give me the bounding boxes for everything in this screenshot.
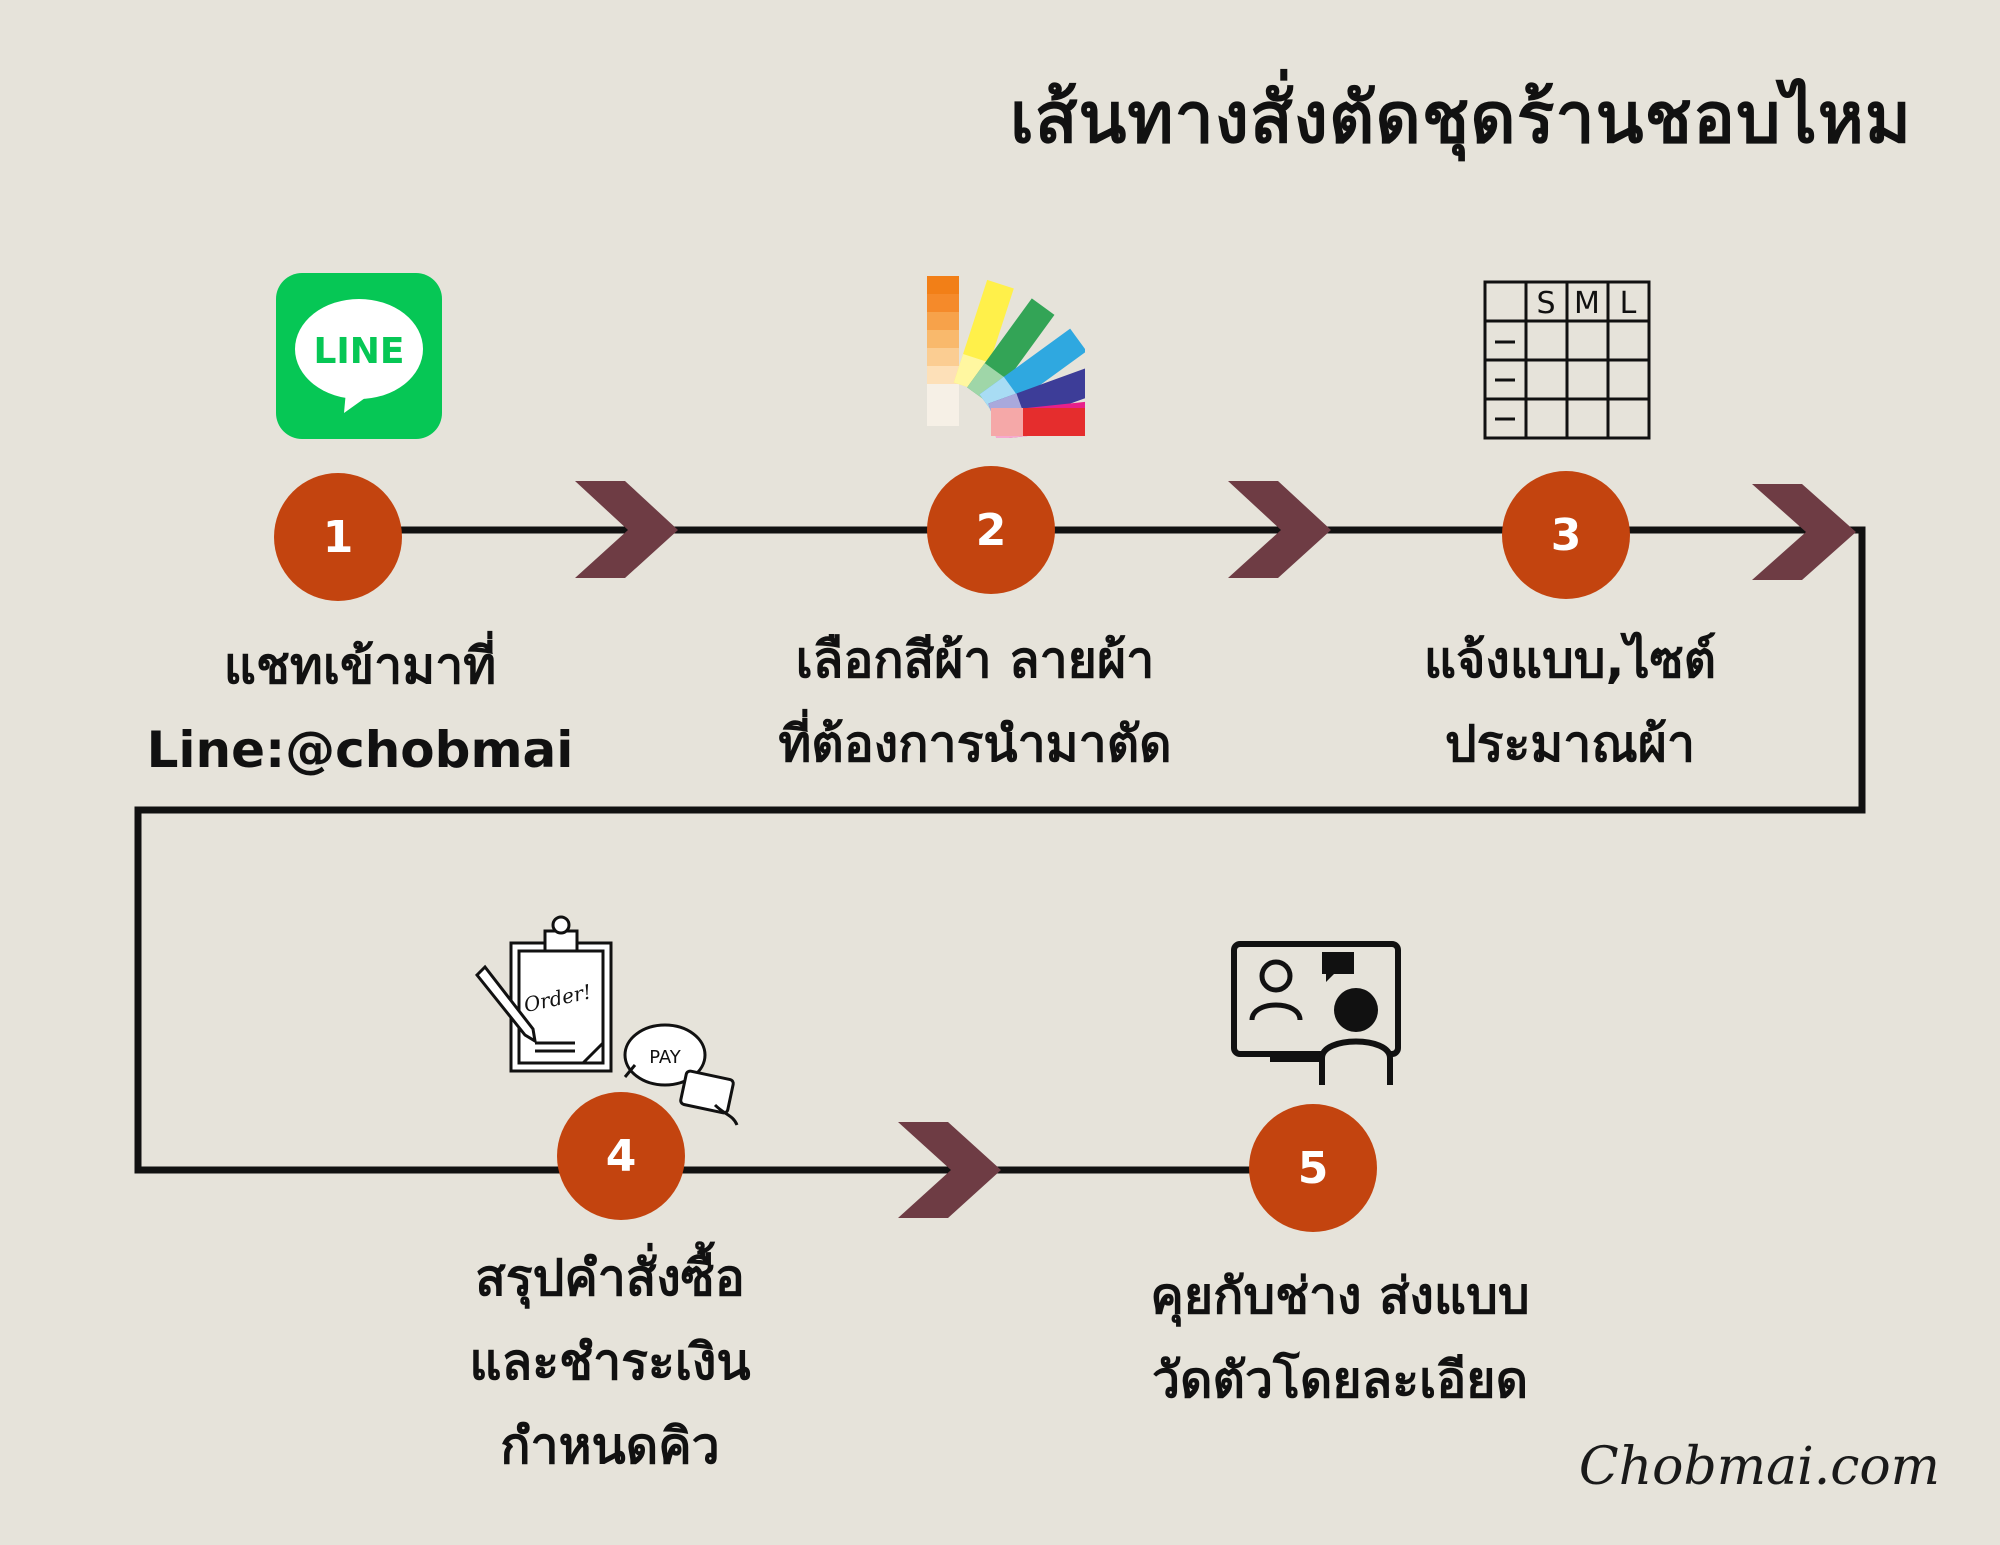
step-4-line-3: กำหนดคิว <box>500 1417 720 1475</box>
step-2-line-2: ที่ต้องการนำมาตัด <box>778 715 1172 773</box>
diagram-title: เส้นทางสั่งตัดชุดร้านชอบไหม <box>1009 77 1912 159</box>
order-clipboard-pay-icon: Order! PAY <box>474 915 745 1134</box>
step-5-line-2: วัดตัวโดยละเอียด <box>1151 1351 1529 1409</box>
chevron-arrow-icon <box>575 481 678 578</box>
size-label-s: S <box>1536 286 1555 321</box>
step-2-label: เลือกสีผ้า ลายผ้า ที่ต้องการนำมาตัด <box>705 618 1245 786</box>
chevron-arrow-icon <box>898 1122 1001 1218</box>
step-1-label: แชทเข้ามาที่ Line:@chobmai <box>110 624 610 792</box>
color-swatch-fan-icon <box>915 268 1111 442</box>
step-badge-4: 4 <box>557 1092 685 1220</box>
size-label-l: L <box>1620 286 1637 321</box>
step-badge-2: 2 <box>927 466 1055 594</box>
step-1-line-2: Line:@chobmai <box>146 721 574 779</box>
step-badge-5: 5 <box>1249 1104 1377 1232</box>
step-4-label: สรุปคำสั่งซื้อ และชำระเงิน กำหนดคิว <box>360 1236 860 1488</box>
line-app-icon: LINE <box>276 273 442 443</box>
step-5-line-1: คุยกับช่าง ส่งแบบ <box>1150 1267 1530 1325</box>
step-4-line-1: สรุปคำสั่งซื้อ <box>475 1249 745 1307</box>
pay-text: PAY <box>649 1047 682 1068</box>
size-chart-table-icon: S M L <box>1483 280 1653 444</box>
chevron-arrow-icon <box>1228 481 1331 578</box>
brand-signature: Chobmai.com <box>1578 1437 1940 1497</box>
step-badge-3: 3 <box>1502 471 1630 599</box>
step-badge-1: 1 <box>274 473 402 601</box>
chevron-arrow-icon <box>1752 484 1856 580</box>
video-call-tailor-icon <box>1230 940 1405 1089</box>
step-1-line-1: แชทเข้ามาที่ <box>223 637 497 695</box>
step-3-label: แจ้งแบบ,ไซต์ ประมาณผ้า <box>1330 618 1810 786</box>
step-3-line-2: ประมาณผ้า <box>1444 715 1696 773</box>
step-3-line-1: แจ้งแบบ,ไซต์ <box>1423 631 1717 689</box>
line-app-icon-text: LINE <box>313 331 404 372</box>
step-5-label: คุยกับช่าง ส่งแบบ วัดตัวโดยละเอียด <box>1060 1254 1620 1422</box>
step-4-line-2: และชำระเงิน <box>469 1333 751 1391</box>
size-label-m: M <box>1574 286 1600 321</box>
step-2-line-1: เลือกสีผ้า ลายผ้า <box>795 631 1155 689</box>
